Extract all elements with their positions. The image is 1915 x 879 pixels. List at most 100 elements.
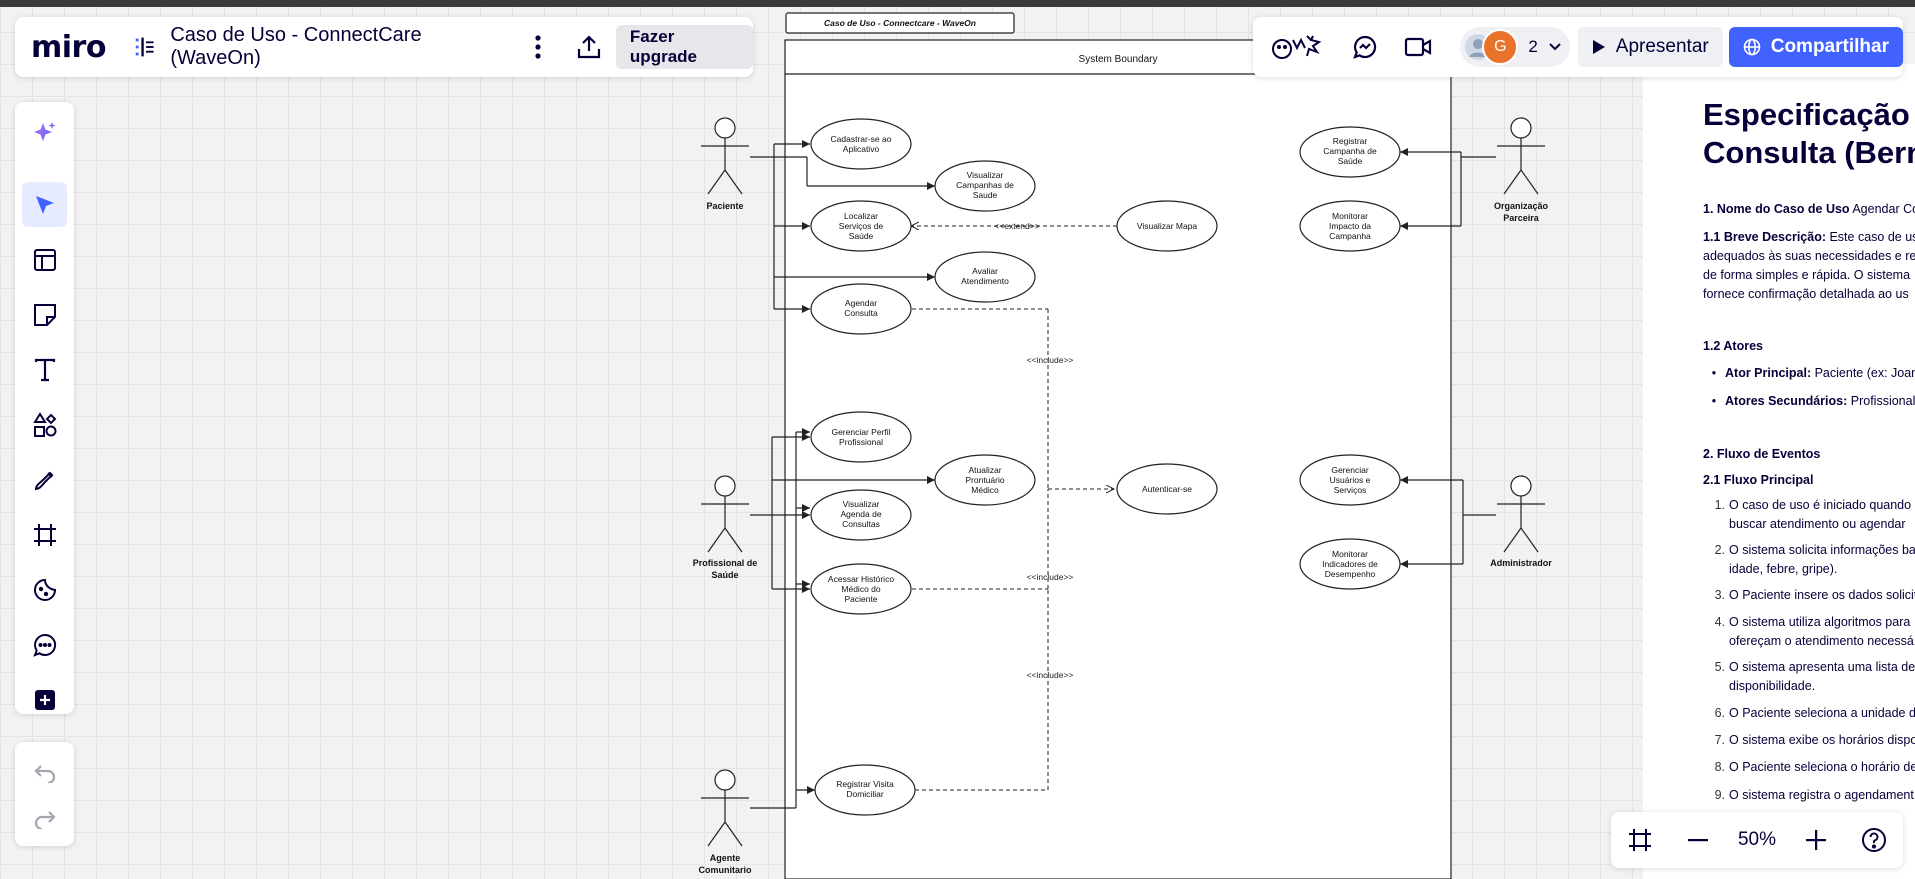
associations-organizacao <box>1400 148 1496 230</box>
doc-title-line-1: Especificação de <box>1703 97 1915 132</box>
ai-sparkle-icon[interactable] <box>22 110 67 155</box>
uc-text: Campanha de <box>1323 146 1377 156</box>
actor-label-organizacao-1: Organização <box>1494 201 1549 211</box>
actor-organizacao-parceira[interactable] <box>1497 117 1545 195</box>
fit-to-screen-icon[interactable] <box>1622 822 1658 858</box>
step-text-cont: idade, febre, gripe). <box>1729 562 1838 576</box>
include-label-2: <<include>> <box>1027 572 1074 582</box>
uc-text: Gerenciar <box>1331 465 1368 475</box>
undo-icon[interactable] <box>22 750 67 795</box>
share-button[interactable]: Compartilhar <box>1728 27 1903 67</box>
usecase-agendar-consulta[interactable]: Agendar Consulta <box>810 283 912 335</box>
undo-redo-toolbar <box>15 742 74 846</box>
help-icon[interactable] <box>1856 822 1892 858</box>
usecase-localizar-servicos[interactable]: Localizar Serviços de Saúde <box>810 200 912 252</box>
uc-text: Avaliar <box>972 266 998 276</box>
uc-text: Registrar Visita <box>836 779 894 789</box>
usecase-gerenciar-perfil[interactable]: Gerenciar Perfil Profissional <box>810 411 912 463</box>
usecase-acessar-historico[interactable]: Acessar Histórico Médico do Paciente <box>810 563 912 615</box>
actor-agente-comunitario[interactable] <box>701 769 749 847</box>
main-toolbar <box>15 102 74 714</box>
usecase-autenticar[interactable]: Autenticar-se <box>1116 463 1218 515</box>
usecase-visualizar-mapa[interactable]: Visualizar Mapa <box>1116 200 1218 252</box>
shapes-icon[interactable] <box>22 402 67 447</box>
doc-title-line-2: Consulta (Berna <box>1703 135 1915 170</box>
doc-s1-value: Agendar Co <box>1849 202 1915 216</box>
doc-section-11: 1.1 Breve Descrição: Este caso de uso <box>1703 228 1915 246</box>
zoom-out-icon[interactable] <box>1680 822 1716 858</box>
board-title[interactable]: Caso de Uso - ConnectCare (WaveOn) <box>170 24 422 69</box>
step-text: O sistema utiliza algoritmos para <box>1729 615 1911 629</box>
comment-icon[interactable] <box>22 622 67 667</box>
collaboration-panel: G 2 Apresentar Compartilhar <box>1253 17 1903 77</box>
board-header-panel: miro Caso de Uso - ConnectCare (WaveOn) … <box>15 17 753 77</box>
frame-icon[interactable] <box>22 512 67 557</box>
uc-text: Impacto da <box>1329 221 1371 231</box>
step-num: 5. <box>1714 660 1725 674</box>
globe-icon <box>1743 38 1761 56</box>
uc-text: Visualizar Mapa <box>1137 221 1198 231</box>
redo-icon[interactable] <box>22 796 67 841</box>
uc-text: Agenda de <box>840 509 881 519</box>
user-avatar-initial: G <box>1482 29 1519 65</box>
uc-text: Monitorar <box>1332 549 1368 559</box>
usecase-monitorar-impacto[interactable]: Monitorar Impacto da Campanha <box>1299 200 1401 252</box>
video-call-icon[interactable] <box>1400 27 1437 67</box>
present-label: Apresentar <box>1615 36 1709 57</box>
uc-text: Agendar <box>845 298 877 308</box>
export-icon[interactable] <box>570 27 608 67</box>
doc-actor-primary: •Ator Principal: Paciente (ex: Joan <box>1703 364 1915 382</box>
reactions-icon[interactable] <box>1271 27 1325 67</box>
present-button[interactable]: Apresentar <box>1577 27 1723 67</box>
step-text: O sistema exibe os horários dispo <box>1729 733 1915 747</box>
chat-icon[interactable] <box>1347 27 1384 67</box>
uc-text: Serviços de <box>839 221 884 231</box>
usecase-avaliar-atendimento[interactable]: Avaliar Atendimento <box>934 251 1036 303</box>
doc-section-21: 2.1 Fluxo Principal <box>1703 473 1814 487</box>
usecase-gerenciar-usuarios[interactable]: Gerenciar Usuários e Serviços <box>1299 454 1401 506</box>
more-tools-icon[interactable] <box>22 677 67 722</box>
actor-paciente[interactable] <box>701 117 749 195</box>
usecase-monitorar-indicadores[interactable]: Monitorar Indicadores de Desempenho <box>1299 538 1401 590</box>
usecase-visualizar-campanhas[interactable]: Visualizar Campanhas de Saude <box>934 160 1036 212</box>
pen-icon[interactable] <box>22 457 67 502</box>
usecase-registrar-campanha[interactable]: Registrar Campanha de Saúde <box>1299 126 1401 178</box>
sticky-note-icon[interactable] <box>22 292 67 337</box>
actor-label-profissional-1: Profissional de <box>693 558 758 568</box>
frame-title: Caso de Uso - Connectcare - WaveOn <box>824 18 976 28</box>
doc-section-12: 1.2 Atores <box>1703 339 1763 353</box>
share-label: Compartilhar <box>1770 36 1889 57</box>
doc-actor-secondary-value: Profissional <box>1847 394 1915 408</box>
text-icon[interactable] <box>22 347 67 392</box>
actor-profissional-saude[interactable] <box>701 475 749 553</box>
uc-text: Localizar <box>844 211 878 221</box>
select-cursor-icon[interactable] <box>22 182 67 227</box>
doc-step-8: 8.O Paciente seleciona o horário de <box>1703 758 1915 777</box>
more-options-icon[interactable] <box>524 27 552 67</box>
usecase-cadastrar[interactable]: Cadastrar-se ao Aplicativo <box>810 118 912 170</box>
actor-administrador[interactable] <box>1497 475 1545 553</box>
miro-logo[interactable]: miro <box>31 29 106 65</box>
stickers-icon[interactable] <box>22 567 67 612</box>
upgrade-button[interactable]: Fazer upgrade <box>615 25 753 69</box>
usecase-registrar-visita[interactable]: Registrar Visita Domiciliar <box>814 764 916 816</box>
step-text-cont: ofereçam o atendimento necessá <box>1729 634 1914 648</box>
templates-icon[interactable] <box>22 237 67 282</box>
doc-s11-line4: fornece confirmação detalhada ao us <box>1703 287 1909 301</box>
zoom-in-icon[interactable] <box>1798 822 1834 858</box>
zoom-level[interactable]: 50% <box>1737 829 1776 850</box>
usecase-visualizar-agenda[interactable]: Visualizar Agenda de Consultas <box>810 489 912 541</box>
doc-s11-line1: Este caso de uso <box>1829 230 1915 244</box>
uc-text: Campanhas de <box>956 180 1014 190</box>
step-num: 7. <box>1714 733 1725 747</box>
chevron-down-icon <box>1549 43 1561 51</box>
doc-s1-label: 1. Nome do Caso de Uso <box>1703 202 1850 216</box>
specification-document[interactable]: Especificação de Consulta (Berna 1. Nome… <box>1643 64 1915 879</box>
extend-label: <<extend>> <box>994 221 1039 231</box>
board-menu-icon[interactable] <box>132 34 156 60</box>
usecase-atualizar-prontuario[interactable]: Atualizar Prontuário Médico <box>934 454 1036 506</box>
collaborators-button[interactable]: G 2 <box>1460 27 1570 67</box>
step-num: 4. <box>1714 615 1725 629</box>
frame-title-box[interactable]: Caso de Uso - Connectcare - WaveOn <box>785 12 1015 34</box>
